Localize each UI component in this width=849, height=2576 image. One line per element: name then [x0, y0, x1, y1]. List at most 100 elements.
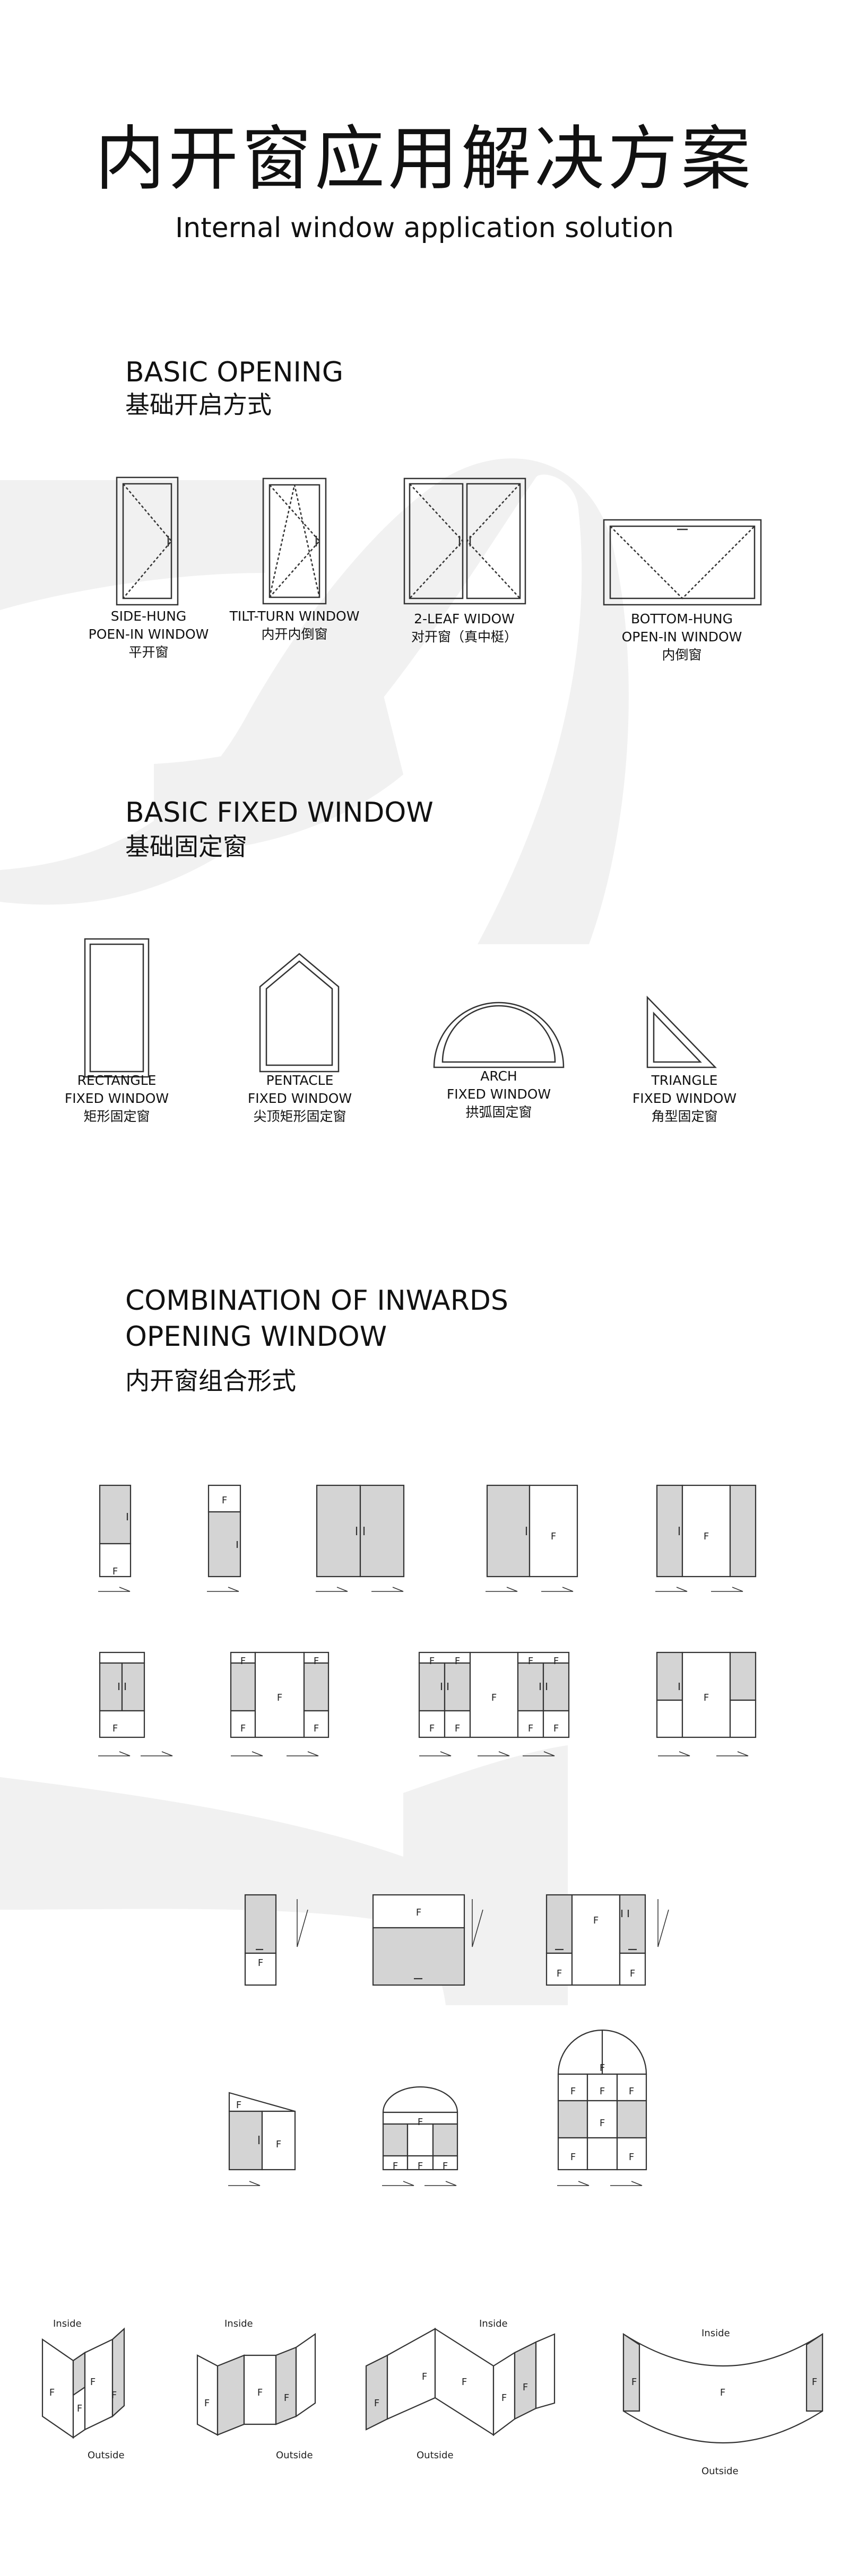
fixed-panel-label: F: [240, 1656, 246, 1667]
opening-indicator: [658, 1751, 690, 1756]
opening-indicator: [716, 1751, 749, 1756]
opening-indicator: [316, 1587, 348, 1592]
combo-r5-1: [41, 2327, 125, 2439]
opening-indicator: [486, 1587, 518, 1592]
fixed-panel-label: F: [314, 1723, 319, 1734]
fixed-panel-label: F: [277, 1692, 282, 1703]
fixed-panel-label: F: [276, 2139, 281, 2150]
fixed-panel-label: F: [501, 2392, 507, 2404]
fixed-panel-label: F: [570, 2086, 576, 2097]
fixed-panel-label: F: [112, 1566, 118, 1577]
combo-r3-3: [545, 1894, 646, 1986]
fixed-panel-label: F: [553, 1656, 559, 1667]
fixed-panel-label: F: [704, 1692, 709, 1703]
fixed-panel-label: F: [422, 2371, 427, 2382]
fixed-panel-label: F: [704, 1531, 709, 1542]
combo-r1-1: [99, 1484, 132, 1578]
opening-indicator: [557, 2181, 590, 2186]
fixed-panel-label: F: [812, 2377, 817, 2388]
combo-r2-4: [656, 1651, 757, 1738]
fixed-panel-label: F: [462, 2377, 467, 2388]
fixed-panel-label: F: [49, 2387, 55, 2398]
opening-indicator: [610, 2181, 643, 2186]
opening-indicator: [231, 1751, 263, 1756]
combo-r5-4: [622, 2333, 824, 2443]
combo-r3-2: [372, 1894, 465, 1986]
combo-r2-2: [230, 1651, 330, 1738]
fixed-panel-label: F: [528, 1656, 533, 1667]
opening-indicator: [207, 1587, 239, 1592]
watermark-shape-top-b: [0, 480, 265, 610]
basic-opening-diagrams: [116, 476, 762, 606]
two-leaf-window-drawing: [403, 477, 526, 605]
fixed-panel-label: F: [720, 2387, 725, 2398]
fixed-panel-label: F: [551, 1531, 556, 1542]
combo-r4-3: [557, 2029, 647, 2171]
fixed-panel-label: F: [111, 2390, 117, 2401]
fixed-panel-label: F: [593, 1915, 599, 1926]
arch-fixed-drawing: [433, 1002, 565, 1068]
fixed-panel-label: F: [600, 2062, 605, 2074]
label-outside-3: Outside: [417, 2450, 454, 2461]
fixed-panel-label: F: [443, 2161, 448, 2172]
basic-fixed-diagrams: [84, 938, 717, 1078]
triangle-fixed-drawing: [646, 995, 717, 1068]
section-subtitle-combination: 内开窗组合形式: [125, 1367, 296, 1395]
fixed-panel-label: F: [240, 1723, 246, 1734]
fixed-panel-label: F: [258, 1957, 263, 1969]
opening-indicator: [541, 1587, 574, 1592]
fixed-panel-label: F: [600, 2086, 605, 2097]
fixed-panel-label: F: [630, 1968, 635, 1979]
combo-r5-3: [365, 2327, 556, 2436]
combo-r5-2: [196, 2333, 316, 2436]
fixed-panel-label: F: [90, 2377, 96, 2388]
fixed-panel-label: F: [416, 1907, 421, 1918]
fixed-panel-label: F: [418, 2117, 423, 2128]
fixed-panel-label: F: [314, 1656, 319, 1667]
fixed-panel-label: F: [631, 2377, 637, 2388]
label-inside-4: Inside: [701, 2328, 730, 2339]
fixed-panel-label: F: [429, 1723, 435, 1734]
opening-indicator: [228, 2181, 261, 2186]
opening-indicator: [655, 1587, 688, 1592]
pentacle-fixed-drawing: [259, 953, 340, 1073]
fixed-panel-label: F: [553, 1723, 559, 1734]
label-outside-1: Outside: [88, 2450, 125, 2461]
fixed-panel-label: F: [455, 1723, 460, 1734]
label-outside-2: Outside: [276, 2450, 313, 2461]
fixed-panel-label: F: [629, 2152, 634, 2163]
opening-indicator: [141, 1751, 173, 1756]
fixed-panel-label: F: [236, 2100, 241, 2111]
fixed-panel-label: F: [629, 2086, 634, 2097]
fixed-panel-label: F: [491, 1692, 497, 1703]
combo-r4-2: [382, 2086, 458, 2171]
opening-indicator: [98, 1751, 131, 1756]
fixed-panel-label: F: [77, 2403, 82, 2414]
label-inside-1: Inside: [53, 2318, 82, 2329]
section-subtitle-basic-opening: 基础开启方式: [125, 390, 272, 419]
opening-indicator: [523, 1751, 555, 1756]
opening-indicator-marks: [98, 1587, 749, 2186]
fixed-panel-label: F: [374, 2398, 379, 2409]
fixed-panel-label: F: [222, 1495, 227, 1506]
section-title-combination-line1: COMBINATION OF INWARDS: [125, 1285, 508, 1317]
section-title-basic-opening: BASIC OPENING: [125, 356, 343, 388]
watermark-shape-top-c: [154, 690, 403, 854]
combo-r2-3: [418, 1651, 570, 1738]
fixed-panel-label: F: [418, 2161, 423, 2172]
page-subtitle: Internal window application solution: [175, 212, 674, 244]
opening-indicator: [424, 2181, 457, 2186]
label-inside-3: Inside: [479, 2318, 508, 2329]
label-outside-4: Outside: [701, 2466, 739, 2477]
combo-r1-5: [656, 1484, 757, 1578]
side-hung-window-drawing: [116, 476, 179, 606]
tilt-indicator: [472, 1899, 483, 1947]
